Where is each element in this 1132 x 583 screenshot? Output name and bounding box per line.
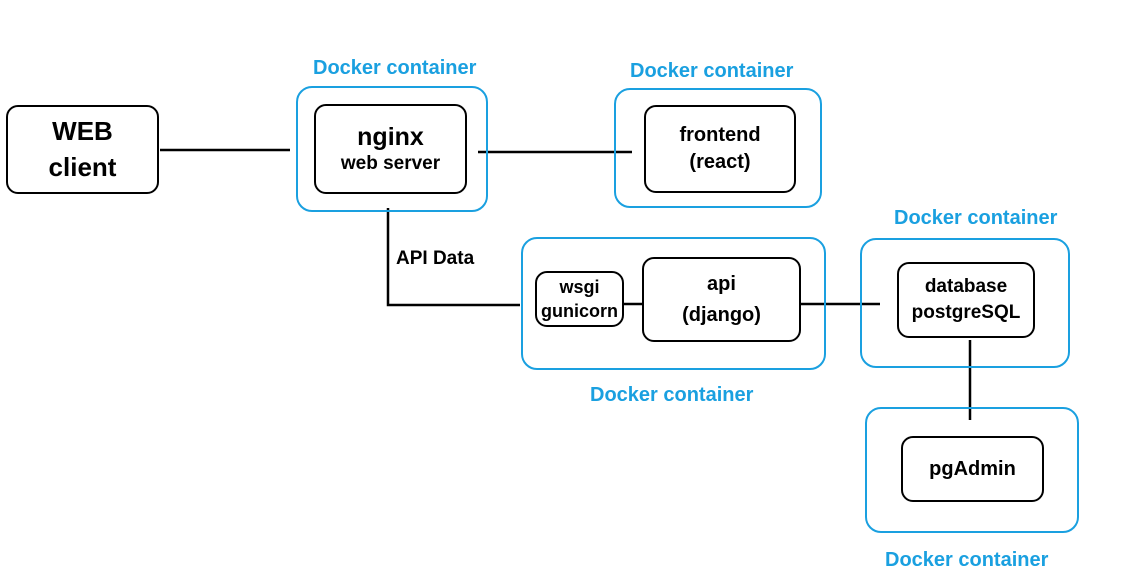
web-client-node: WEB client xyxy=(6,105,159,194)
wsgi-node: wsgi gunicorn xyxy=(535,271,624,327)
frontend-container-label: Docker container xyxy=(630,60,794,82)
database-line1: database xyxy=(924,276,1008,298)
nginx-line2: web server xyxy=(340,153,441,175)
pgadmin-container-label: Docker container xyxy=(885,549,1049,571)
api-container xyxy=(521,237,826,370)
api-data-label: API Data xyxy=(396,248,475,269)
api-node: api (django) xyxy=(642,257,801,342)
web-client-line1: WEB xyxy=(52,115,113,146)
frontend-node: frontend (react) xyxy=(644,105,796,193)
edge-nginx-wsgi xyxy=(386,208,520,307)
pgadmin-line1: pgAdmin xyxy=(929,457,1016,480)
frontend-line2: (react) xyxy=(689,151,751,173)
nginx-line1: nginx xyxy=(357,122,424,151)
web-client-line2: client xyxy=(48,151,117,182)
nginx-container xyxy=(296,86,488,212)
wsgi-line1: wsgi xyxy=(559,276,600,297)
database-container xyxy=(860,238,1070,368)
frontend-container xyxy=(614,88,822,208)
pgadmin-container xyxy=(865,407,1079,533)
api-container-label: Docker container xyxy=(590,384,754,406)
database-node: database postgreSQL xyxy=(897,262,1035,338)
wsgi-line2: gunicorn xyxy=(541,300,618,321)
api-line1: api xyxy=(707,272,736,295)
nginx-node: nginx web server xyxy=(314,104,467,194)
database-line2: postgreSQL xyxy=(911,302,1021,323)
pgadmin-node: pgAdmin xyxy=(901,436,1044,502)
api-line2: (django) xyxy=(682,303,761,326)
nginx-container-label: Docker container xyxy=(313,57,477,79)
frontend-line1: frontend xyxy=(679,124,761,146)
database-container-label: Docker container xyxy=(894,207,1058,229)
